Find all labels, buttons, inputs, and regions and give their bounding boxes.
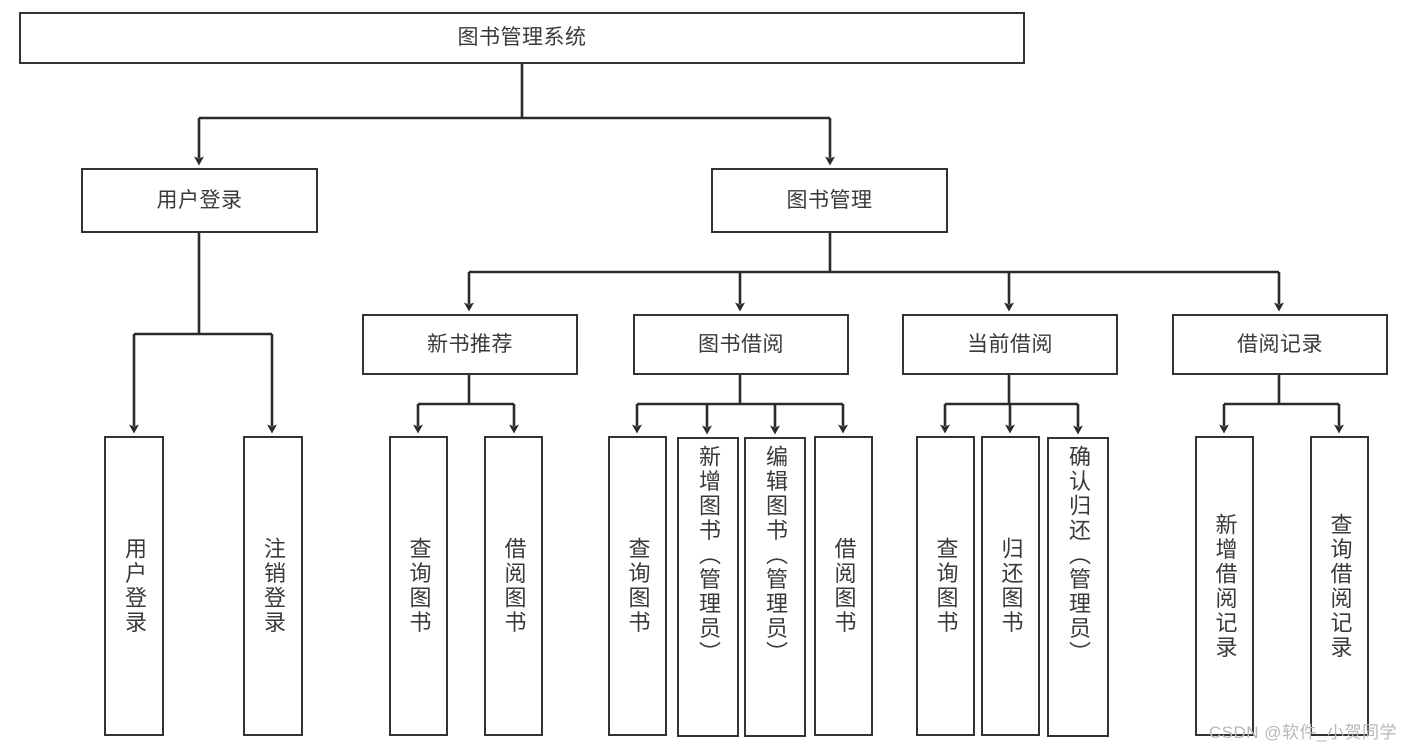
node-leaf-borrow-book-rec[interactable]: 借阅图书 xyxy=(484,436,543,736)
node-leaf-borrow-book-borrow-label: 借阅图书 xyxy=(831,537,857,635)
node-leaf-add-book-admin-label: 新增图书（管理员） xyxy=(696,445,721,666)
node-leaf-user-login[interactable]: 用户登录 xyxy=(104,436,164,736)
node-book-manage-label: 图书管理 xyxy=(786,188,873,212)
node-leaf-query-book-current-label: 查询图书 xyxy=(933,537,959,635)
node-current-borrow-label: 当前借阅 xyxy=(967,332,1053,356)
node-current-borrow[interactable]: 当前借阅 xyxy=(902,314,1118,375)
node-leaf-query-record-label: 查询借阅记录 xyxy=(1327,512,1353,660)
node-leaf-query-book-rec-label: 查询图书 xyxy=(406,537,432,635)
node-leaf-borrow-book-borrow[interactable]: 借阅图书 xyxy=(814,436,873,736)
node-leaf-add-record[interactable]: 新增借阅记录 xyxy=(1195,436,1254,736)
node-leaf-query-book-borrow-label: 查询图书 xyxy=(625,537,651,635)
node-leaf-add-book-admin[interactable]: 新增图书（管理员） xyxy=(677,437,739,737)
node-book-manage[interactable]: 图书管理 xyxy=(711,168,948,233)
node-borrow-record[interactable]: 借阅记录 xyxy=(1172,314,1388,375)
node-new-book-rec-label: 新书推荐 xyxy=(427,332,513,356)
node-leaf-borrow-book-rec-label: 借阅图书 xyxy=(501,537,527,635)
node-leaf-edit-book-admin-label: 编辑图书（管理员） xyxy=(763,445,788,666)
node-leaf-confirm-return-admin-label: 确认归还（管理员） xyxy=(1066,445,1091,666)
node-leaf-user-login-label: 用户登录 xyxy=(122,537,147,635)
node-leaf-query-book-rec[interactable]: 查询图书 xyxy=(389,436,448,736)
node-leaf-query-book-current[interactable]: 查询图书 xyxy=(916,436,975,736)
node-leaf-add-record-label: 新增借阅记录 xyxy=(1212,512,1238,660)
node-leaf-query-record[interactable]: 查询借阅记录 xyxy=(1310,436,1369,736)
node-user-login-label: 用户登录 xyxy=(156,188,243,212)
node-user-login[interactable]: 用户登录 xyxy=(81,168,318,233)
node-leaf-query-book-borrow[interactable]: 查询图书 xyxy=(608,436,667,736)
node-book-borrow-label: 图书借阅 xyxy=(698,332,784,356)
node-new-book-rec[interactable]: 新书推荐 xyxy=(362,314,578,375)
node-root[interactable]: 图书管理系统 xyxy=(19,12,1025,64)
node-leaf-return-book-label: 归还图书 xyxy=(998,537,1024,635)
watermark-text: CSDN @软件_小贺同学 xyxy=(1208,723,1397,742)
node-leaf-logout-label: 注销登录 xyxy=(261,537,286,635)
node-root-label: 图书管理系统 xyxy=(457,26,587,50)
node-leaf-edit-book-admin[interactable]: 编辑图书（管理员） xyxy=(744,437,806,737)
node-leaf-return-book[interactable]: 归还图书 xyxy=(981,436,1040,736)
node-borrow-record-label: 借阅记录 xyxy=(1237,332,1323,356)
node-leaf-logout[interactable]: 注销登录 xyxy=(243,436,303,736)
node-leaf-confirm-return-admin[interactable]: 确认归还（管理员） xyxy=(1047,437,1109,737)
node-book-borrow[interactable]: 图书借阅 xyxy=(633,314,849,375)
